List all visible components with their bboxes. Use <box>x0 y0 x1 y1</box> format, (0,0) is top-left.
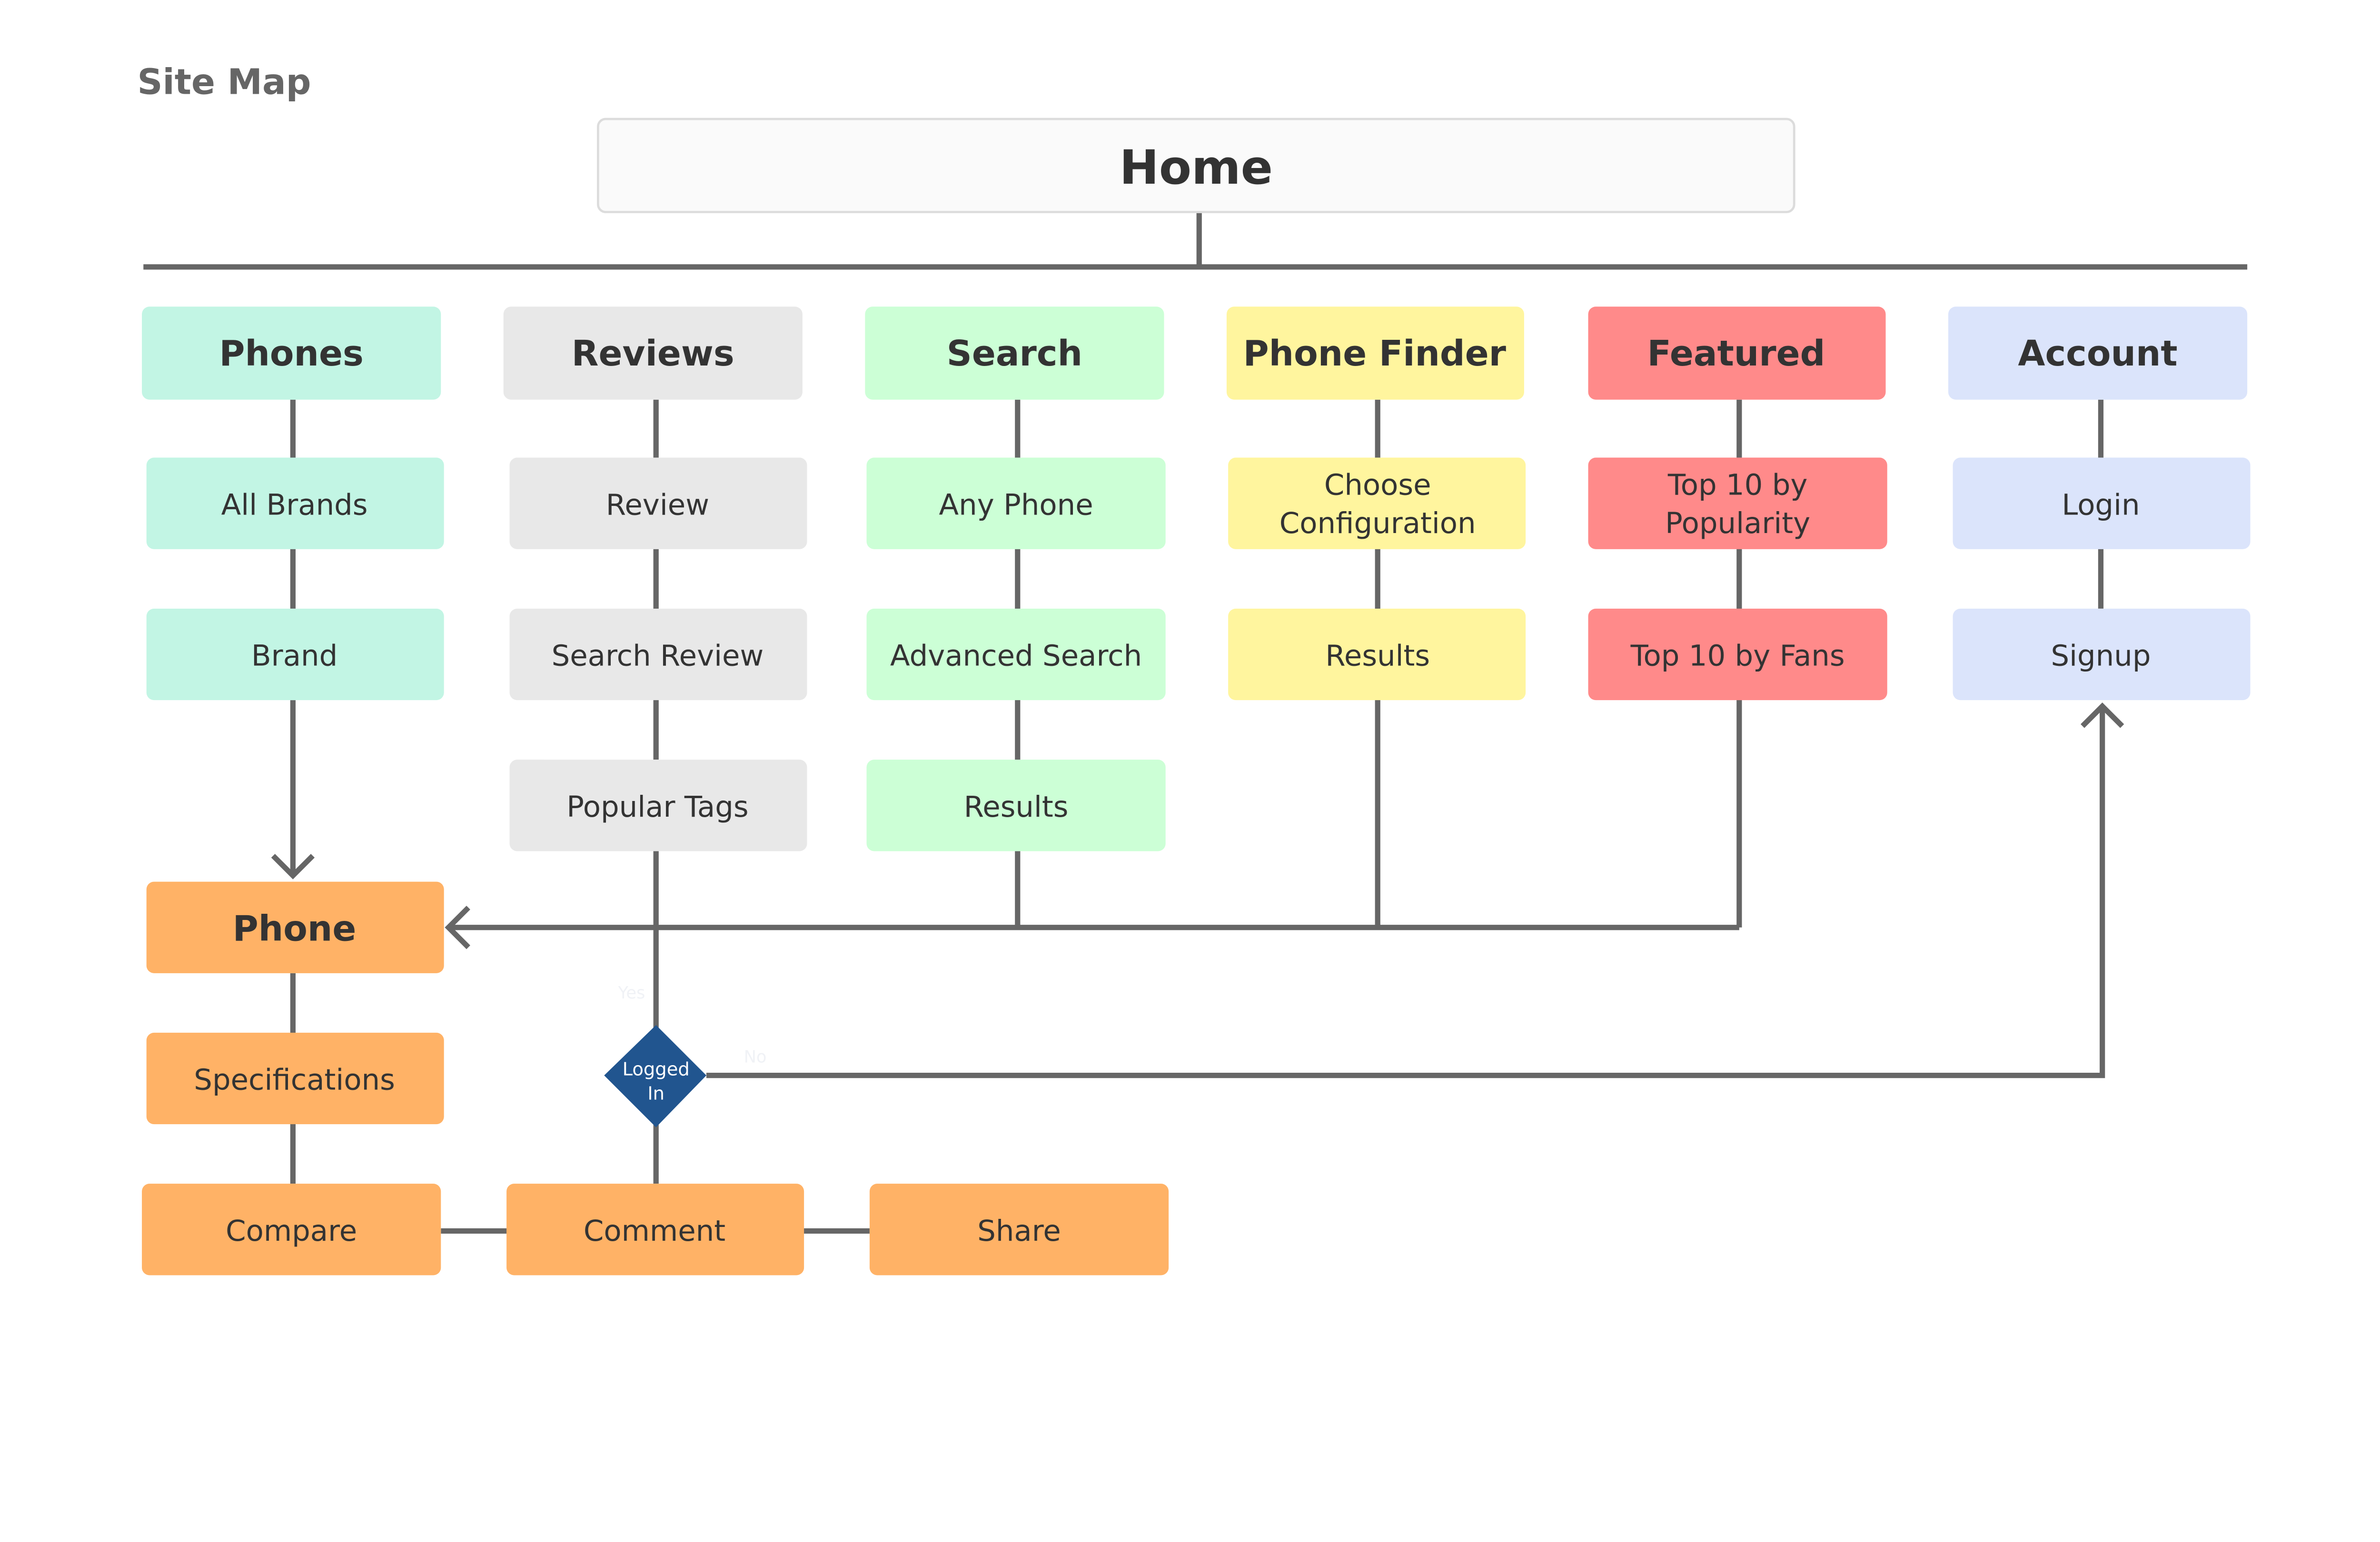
node-reviews[interactable]: Reviews <box>503 306 803 400</box>
node-brand[interactable]: Brand <box>146 608 444 701</box>
home-label: Home <box>1120 140 1273 195</box>
yes-label: Yes <box>617 983 645 1003</box>
node-phone[interactable]: Phone <box>146 881 444 973</box>
column-reviews: Reviews Review Search Review Popular Tag… <box>503 306 807 851</box>
node-any-phone[interactable]: Any Phone <box>866 457 1166 549</box>
node-signup[interactable]: Signup <box>1953 608 2251 701</box>
node-search[interactable]: Search <box>865 306 1164 400</box>
decision-logged-in[interactable]: Logged In <box>604 1025 706 1127</box>
column-account: Account Login Signup <box>1948 306 2251 701</box>
node-label: Phone Finder <box>1243 334 1507 374</box>
home-node[interactable]: Home <box>597 118 1795 213</box>
node-label: Search Review <box>552 639 764 673</box>
node-label: Reviews <box>572 334 734 374</box>
node-label: Search <box>947 334 1082 374</box>
decision-label: In <box>647 1083 664 1105</box>
node-label: Account <box>2018 334 2177 374</box>
node-label: Choose <box>1324 468 1431 502</box>
node-compare[interactable]: Compare <box>142 1184 441 1275</box>
node-phone-finder[interactable]: Phone Finder <box>1226 306 1524 400</box>
node-label: Popularity <box>1665 506 1810 540</box>
node-label: Specifications <box>194 1063 395 1097</box>
node-label: Top 10 by Fans <box>1630 639 1845 673</box>
node-label: Signup <box>2051 639 2151 673</box>
node-label: Featured <box>1647 334 1825 374</box>
site-map-diagram: Site Map Home Phones All Brands Brand Re… <box>137 62 2251 1275</box>
node-label: Advanced Search <box>890 639 1142 673</box>
node-label: Comment <box>584 1214 725 1248</box>
column-featured: Featured Top 10 by Popularity Top 10 by … <box>1588 306 1887 701</box>
node-label: Any Phone <box>939 488 1093 522</box>
node-label: Brand <box>251 639 337 673</box>
node-share[interactable]: Share <box>869 1184 1169 1275</box>
node-label: Popular Tags <box>566 790 748 824</box>
node-search-review[interactable]: Search Review <box>509 608 807 701</box>
node-all-brands[interactable]: All Brands <box>146 457 444 549</box>
node-label: Share <box>977 1214 1061 1248</box>
node-label: Phone <box>233 909 357 949</box>
connectors <box>143 212 2248 1234</box>
node-account[interactable]: Account <box>1948 306 2248 400</box>
node-choose-configuration[interactable]: Choose Configuration <box>1228 457 1526 549</box>
no-label: No <box>744 1048 767 1067</box>
node-comment[interactable]: Comment <box>506 1184 804 1275</box>
node-featured[interactable]: Featured <box>1588 306 1886 400</box>
node-advanced-search[interactable]: Advanced Search <box>866 608 1166 701</box>
node-review[interactable]: Review <box>509 457 807 549</box>
phone-group: Phone Specifications Compare Comment Sha… <box>142 881 1169 1275</box>
node-label: Results <box>1325 639 1430 673</box>
node-label: All Brands <box>221 488 368 522</box>
column-phone-finder: Phone Finder Choose Configuration Result… <box>1226 306 1526 701</box>
node-login[interactable]: Login <box>1953 457 2251 549</box>
node-label: Configuration <box>1279 506 1476 540</box>
node-phones[interactable]: Phones <box>142 306 441 400</box>
node-label: Results <box>964 790 1069 824</box>
node-label: Phones <box>219 334 363 374</box>
node-search-results[interactable]: Results <box>866 760 1166 851</box>
column-phones: Phones All Brands Brand <box>142 306 444 701</box>
column-search: Search Any Phone Advanced Search Results <box>865 306 1166 851</box>
node-finder-results[interactable]: Results <box>1228 608 1526 701</box>
node-label: Login <box>2062 488 2140 522</box>
node-label: Compare <box>226 1214 357 1248</box>
node-top-10-fans[interactable]: Top 10 by Fans <box>1588 608 1887 701</box>
node-label: Top 10 by <box>1667 468 1808 502</box>
decision-label: Logged <box>623 1058 690 1080</box>
node-top-10-popularity[interactable]: Top 10 by Popularity <box>1588 457 1887 549</box>
node-label: Review <box>606 488 709 522</box>
node-popular-tags[interactable]: Popular Tags <box>509 760 807 851</box>
diagram-title: Site Map <box>137 62 311 103</box>
node-specifications[interactable]: Specifications <box>146 1032 444 1125</box>
